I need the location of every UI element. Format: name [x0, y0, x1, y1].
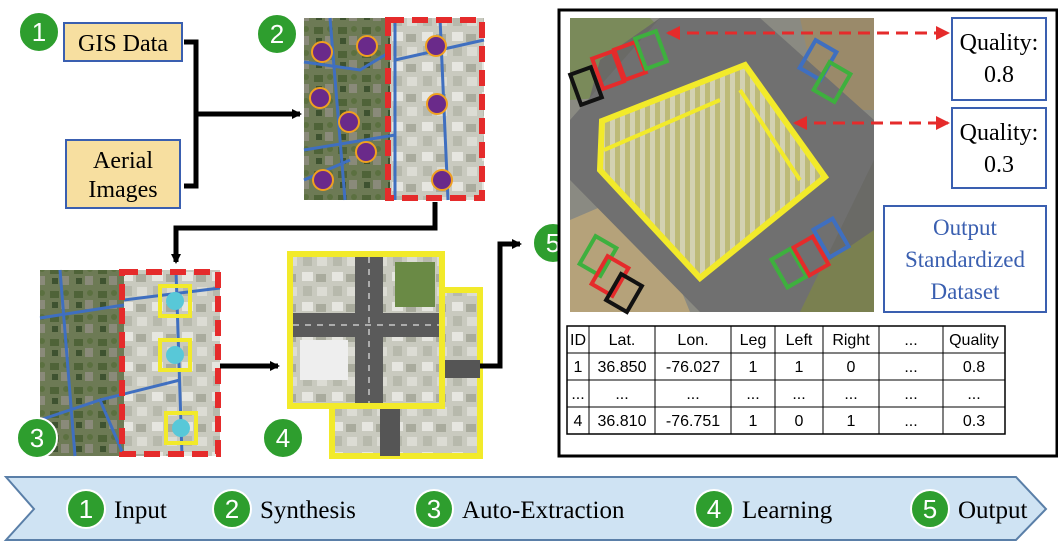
extraction-section: 3	[16, 269, 280, 459]
table-cell: -76.751	[666, 413, 720, 430]
table-cell: 1	[749, 413, 758, 430]
extraction-aerial-image	[39, 269, 221, 457]
region-dashed-box	[385, 17, 485, 201]
pipeline-step: 3 Auto-Extraction	[414, 489, 625, 529]
table-cell: ...	[904, 413, 917, 430]
output-section: 5	[532, 8, 1058, 458]
svg-text:2: 2	[270, 19, 284, 49]
pipeline-step-label: Learning	[742, 497, 833, 524]
table-header-cell: Lat.	[609, 332, 636, 349]
quality-box-1: Quality: 0.8	[951, 17, 1047, 101]
badge-4: 4	[262, 417, 304, 459]
table-cell: 0.8	[963, 359, 985, 376]
pipeline-arrow-shape	[3, 476, 1048, 541]
svg-text:4: 4	[276, 423, 290, 453]
table-header-cell: ...	[904, 332, 917, 349]
pipeline-step: 1 Input	[66, 489, 167, 529]
table-cell: 1	[749, 359, 758, 376]
table-cell: ...	[844, 386, 857, 403]
pipeline-step-label: Synthesis	[260, 497, 356, 524]
table-cell: 1	[795, 359, 804, 376]
pipeline-step-number: 5	[923, 494, 937, 524]
table-header-cell: Left	[786, 332, 813, 349]
table-cell: 36.850	[598, 359, 647, 376]
pipeline-bar: 1 Input 2 Synthesis 3 Auto-Extraction 4 Learnin…	[3, 476, 1048, 541]
badge-2: 2	[256, 13, 298, 55]
pipeline-step-number: 2	[225, 494, 239, 524]
table-header-cell: Right	[832, 332, 870, 349]
pipeline-step-badge	[910, 489, 950, 529]
table-cell: 0	[847, 359, 856, 376]
arrow-synthesis-to-extraction	[171, 202, 438, 264]
synthesis-aerial-image	[303, 17, 485, 201]
svg-text:Dataset: Dataset	[931, 279, 1001, 304]
arrow-learning-to-output	[480, 239, 522, 369]
learning-section: 4	[262, 239, 522, 459]
table-cell: 1	[574, 359, 583, 376]
svg-text:0.8: 0.8	[984, 62, 1014, 88]
table-cell: -76.027	[666, 359, 720, 376]
gis-data-label: GIS Data	[78, 31, 168, 57]
table-header-cell: Lon.	[677, 332, 708, 349]
svg-text:Quality:: Quality:	[960, 120, 1039, 146]
pipeline-step-badge	[694, 489, 734, 529]
table-cell: 0	[795, 413, 804, 430]
table-cell: ...	[792, 386, 805, 403]
lane-detections	[567, 28, 854, 315]
extraction-dashed-box	[119, 269, 221, 457]
merge-bracket	[184, 39, 199, 189]
pipeline-step: 4 Learning	[694, 489, 833, 529]
aerial-images-label-line1: Aerial	[93, 148, 153, 174]
pipeline-step-label: Output	[958, 497, 1028, 524]
quality-box-2: Quality: 0.3	[951, 107, 1047, 189]
svg-text:3: 3	[30, 423, 44, 453]
output-standardized-dataset-box: Output Standardized Dataset	[883, 205, 1047, 313]
table-cell: ...	[571, 386, 584, 403]
table-cell: 1	[847, 413, 856, 430]
training-image-front	[287, 251, 445, 409]
svg-text:Quality:: Quality:	[960, 30, 1039, 56]
extracted-intersections	[158, 284, 198, 445]
intersection-nodes	[309, 35, 453, 191]
svg-text:1: 1	[32, 17, 46, 47]
table-header-cell: Quality	[949, 332, 999, 349]
pipeline-step-badge	[212, 489, 252, 529]
svg-text:Standardized: Standardized	[905, 247, 1026, 272]
badge-3: 3	[16, 417, 58, 459]
table-cell: ...	[904, 359, 917, 376]
output-intersection-image	[567, 18, 874, 315]
table-header-cell: Leg	[740, 332, 767, 349]
svg-text:5: 5	[546, 228, 560, 258]
table-cell: ...	[615, 386, 628, 403]
pipeline-step: 2 Synthesis	[212, 489, 356, 529]
badge-1: 1	[18, 11, 60, 53]
pipeline-step-badge	[414, 489, 454, 529]
pipeline-step: 5 Output	[910, 489, 1028, 529]
table-cell: ...	[686, 386, 699, 403]
svg-text:0.3: 0.3	[984, 152, 1014, 178]
gis-data-box: GIS Data	[63, 22, 183, 62]
pipeline-step-label: Auto-Extraction	[462, 497, 625, 524]
table-cell: 36.810	[598, 413, 647, 430]
input-section: 1 GIS Data Aerial Images	[18, 11, 302, 209]
table-cell: 0.3	[963, 413, 985, 430]
table-cell: ...	[904, 386, 917, 403]
synthesis-section: 2	[171, 13, 485, 264]
aerial-images-label-line2: Images	[88, 177, 157, 203]
aerial-images-box: Aerial Images	[65, 139, 181, 209]
table-cell: 4	[574, 413, 583, 430]
pipeline-step-badge	[66, 489, 106, 529]
table-cell: ...	[746, 386, 759, 403]
table-header-cell: ID	[570, 332, 586, 349]
pipeline-step-number: 1	[79, 494, 93, 524]
dataset-table: ID Lat. Lon. Leg Left Right... Quality 1 36.850 -…	[566, 325, 1006, 435]
svg-text:Output: Output	[933, 215, 998, 240]
table-cell: ...	[967, 386, 980, 403]
pipeline-step-label: Input	[114, 497, 167, 524]
pipeline-step-number: 4	[707, 494, 721, 524]
pipeline-step-number: 3	[427, 494, 441, 524]
